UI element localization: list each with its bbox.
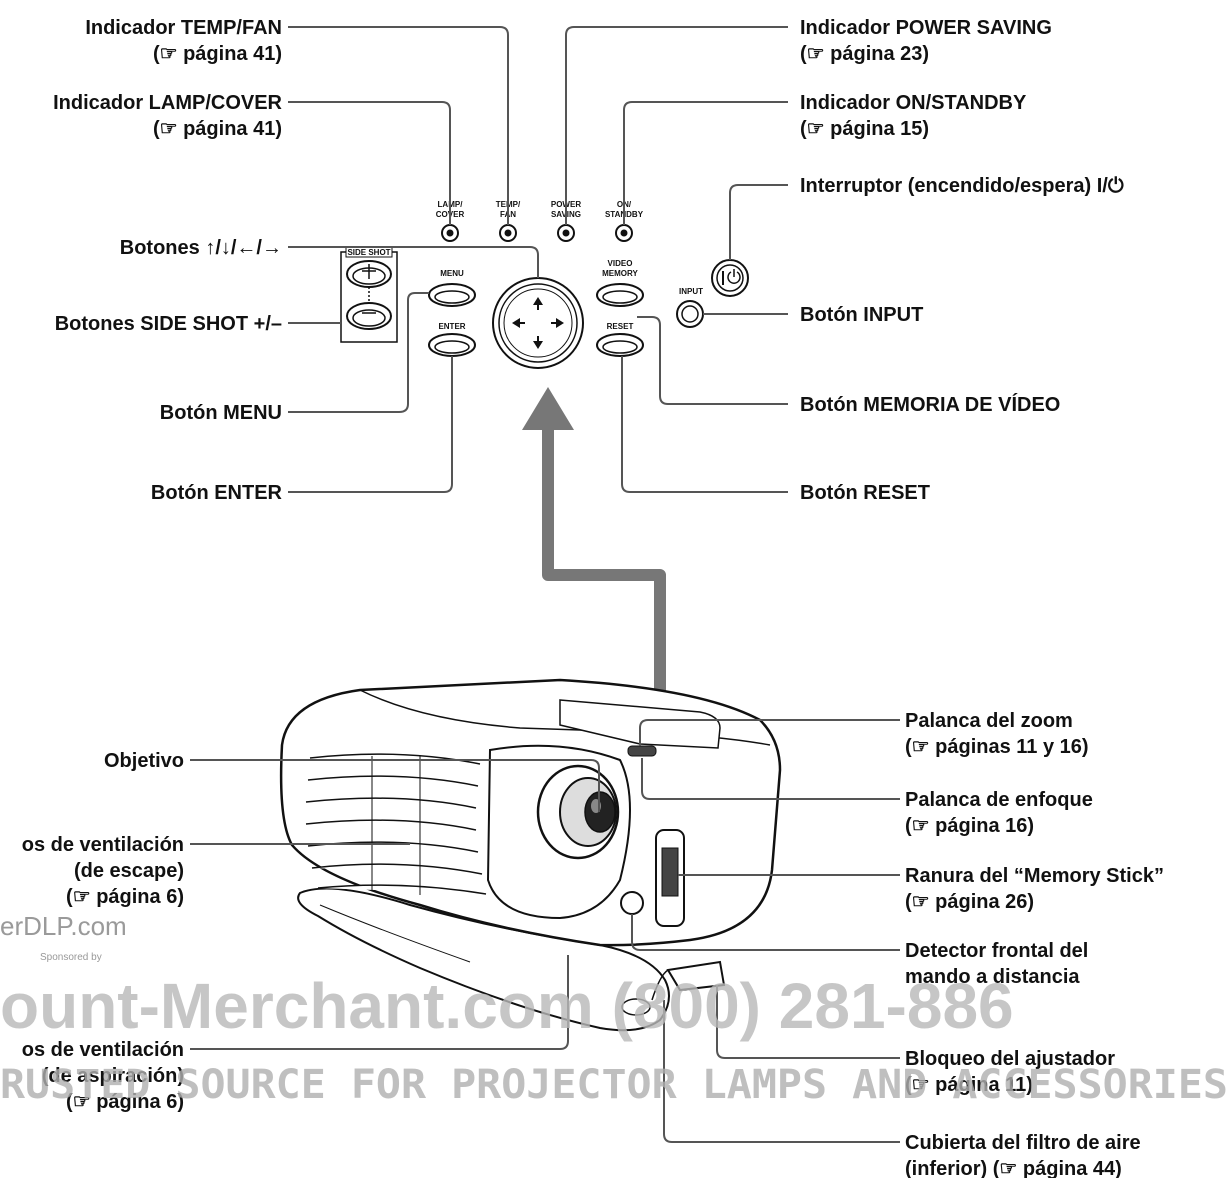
remote-detector <box>621 892 643 914</box>
label-remote-1: Detector frontal del <box>905 940 1088 962</box>
label-on-standby-ref: (☞ página 15) <box>800 118 929 140</box>
label-zoom-2: (☞ páginas 11 y 16) <box>905 736 1089 758</box>
label-temp-fan: Indicador TEMP/FAN <box>85 17 282 39</box>
lamp-cover-indicator <box>442 225 458 241</box>
menu-button[interactable] <box>429 284 475 306</box>
menu-caption: MENU <box>440 269 464 278</box>
memory-stick-slot[interactable] <box>656 830 684 926</box>
label-power-saving: Indicador POWER SAVING <box>800 17 1052 39</box>
label-input: Botón INPUT <box>800 304 923 326</box>
label-memory-stick-2: (☞ página 26) <box>905 891 1034 913</box>
power-switch[interactable] <box>712 260 748 296</box>
label-side-shot: Botones SIDE SHOT +/– <box>55 313 282 335</box>
label-exhaust-2: (de escape) <box>74 860 184 882</box>
input-caption: INPUT <box>679 287 703 296</box>
label-arrow-buttons: Botones ↑/↓/←/→ <box>120 237 282 259</box>
label-video-memory: Botón MEMORIA DE VÍDEO <box>800 393 1060 416</box>
label-power-saving-ref: (☞ página 23) <box>800 43 929 65</box>
reset-button[interactable] <box>597 334 643 356</box>
connector-arrowhead <box>522 387 574 430</box>
input-button[interactable] <box>677 301 703 327</box>
enter-caption: ENTER <box>438 322 465 331</box>
connector-arrow <box>548 425 660 720</box>
side-shot-group: SIDE SHOT <box>341 247 397 342</box>
control-panel: LAMP/ COVER TEMP/ FAN POWER SAVING ON/ S… <box>341 200 748 368</box>
directional-pad[interactable] <box>493 278 583 368</box>
watermark-sponsor: Sponsored by <box>40 952 102 963</box>
label-switch: Interruptor (encendido/espera) I/⏻ <box>800 175 1124 197</box>
label-objetivo: Objetivo <box>104 750 184 772</box>
watermark-source: RUSTED SOURCE FOR PROJECTOR LAMPS AND AC… <box>0 1062 1228 1108</box>
power-saving-indicator <box>558 225 574 241</box>
label-memory-stick-1: Ranura del “Memory Stick” <box>905 865 1164 887</box>
side-shot-minus-button[interactable] <box>347 303 391 329</box>
label-filter-1: Cubierta del filtro de aire <box>905 1132 1141 1154</box>
video-memory-button[interactable] <box>597 284 643 306</box>
watermark-site: erDLP.com <box>0 911 127 941</box>
label-menu: Botón MENU <box>160 402 282 424</box>
zoom-lever[interactable] <box>628 746 656 756</box>
temp-fan-indicator <box>500 225 516 241</box>
label-filter-2: (inferior) (☞ página 44) <box>905 1158 1122 1178</box>
label-enter: Botón ENTER <box>151 482 283 504</box>
label-lamp-cover-ref: (☞ página 41) <box>153 118 282 140</box>
label-on-standby: Indicador ON/STANDBY <box>800 92 1027 114</box>
label-lamp-cover: Indicador LAMP/COVER <box>53 92 282 114</box>
label-focus-2: (☞ página 16) <box>905 815 1034 837</box>
side-shot-caption: SIDE SHOT <box>347 248 390 257</box>
label-intake-1: os de ventilación <box>22 1039 184 1061</box>
label-temp-fan-ref: (☞ página 41) <box>153 43 282 65</box>
video-caption-1: VIDEO <box>608 259 633 268</box>
side-shot-plus-button[interactable] <box>347 261 391 287</box>
label-exhaust-3: (☞ página 6) <box>66 886 184 908</box>
enter-button[interactable] <box>429 334 475 356</box>
on-standby-indicator <box>616 225 632 241</box>
label-zoom-1: Palanca del zoom <box>905 710 1073 732</box>
lens <box>538 766 618 858</box>
label-exhaust-1: os de ventilación <box>22 834 184 856</box>
watermark-merchant: ount-Merchant.com (800) 281-886 <box>0 970 1014 1042</box>
label-focus-1: Palanca de enfoque <box>905 789 1093 811</box>
video-caption-2: MEMORY <box>602 269 638 278</box>
label-reset: Botón RESET <box>800 482 930 504</box>
reset-caption: RESET <box>607 322 634 331</box>
